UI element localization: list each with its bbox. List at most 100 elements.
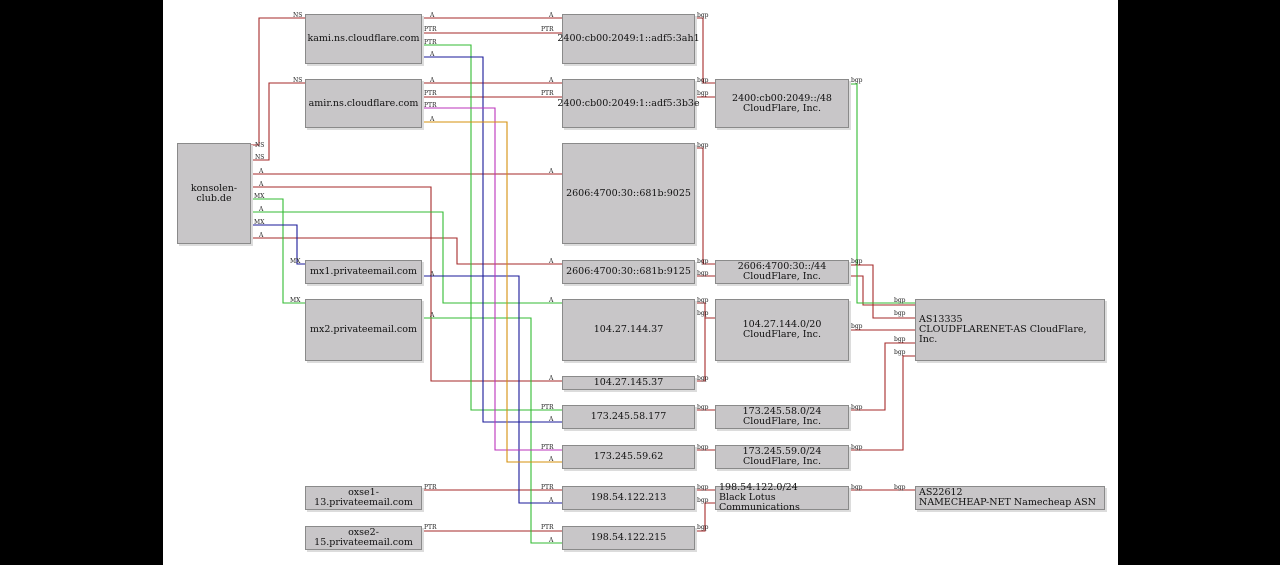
edge-label-bgp: bgp	[894, 484, 906, 491]
edge-label-a: A	[430, 12, 435, 19]
edge-label-bgp: bgp	[697, 258, 709, 265]
oxse2-node[interactable]: oxse2-15.privateemail.com	[305, 526, 422, 550]
edge-label-a: A	[549, 497, 554, 504]
edge-label-bgp: bgp	[697, 497, 709, 504]
ip4-4-label: 173.245.59.62	[593, 451, 664, 462]
edge-label-a: A	[430, 271, 435, 278]
edge-label-a: A	[549, 416, 554, 423]
edge-domain-ip4-2	[251, 186, 562, 382]
edge-label-a: A	[430, 116, 435, 123]
edge-label-a: A	[549, 297, 554, 304]
prefix-6-node[interactable]: 198.54.122.0/24 Black Lotus Communicatio…	[715, 482, 849, 513]
ip6-2-label: 2400:cb00:2049:1::adf5:3b3e	[557, 97, 700, 109]
prefix-6-label: 198.54.122.0/24 Black Lotus Communicatio…	[719, 482, 800, 513]
edge-label-bgp: bgp	[697, 142, 709, 149]
ip6-1-label: 2400:cb00:2049:1::adf5:3ah1	[557, 33, 700, 44]
ip6-3-node[interactable]: 2606:4700:30::681b:9025	[562, 143, 695, 244]
edge-domain-mx2	[251, 198, 305, 304]
edge-label-a: A	[549, 77, 554, 84]
ip4-6-label: 198.54.122.215	[590, 532, 667, 543]
edge-label-bgp: bgp	[697, 524, 709, 531]
ip6-4-node[interactable]: 2606:4700:30::681b:9125	[562, 260, 695, 284]
edge-label-ns: NS	[293, 77, 303, 84]
mx2-label: mx2.privateemail.com	[309, 324, 417, 335]
edge-label-a: A	[430, 51, 435, 58]
prefix-3-node[interactable]: 104.27.144.0/20 CloudFlare, Inc.	[715, 299, 849, 361]
edge-label-ptr: PTR	[541, 484, 554, 491]
edge-label-bgp: bgp	[851, 404, 863, 411]
edge-label-a: A	[259, 206, 264, 213]
ip4-6-node[interactable]: 198.54.122.215	[562, 526, 695, 550]
edge-bgp-pfx5-as1	[849, 355, 915, 451]
ns2-label: amir.ns.cloudflare.com	[308, 97, 419, 109]
prefix-4-node[interactable]: 173.245.58.0/24 CloudFlare, Inc.	[715, 405, 849, 429]
edge-label-bgp: bgp	[851, 484, 863, 491]
edge-label-bgp: bgp	[894, 310, 906, 317]
edges-layer	[251, 17, 915, 544]
prefix-4-label: 173.245.58.0/24 CloudFlare, Inc.	[742, 406, 822, 427]
prefix-5-node[interactable]: 173.245.59.0/24 CloudFlare, Inc.	[715, 445, 849, 469]
prefix-2-node[interactable]: 2606:4700:30::/44 CloudFlare, Inc.	[715, 260, 849, 284]
edge-label-bgp: bgp	[894, 336, 906, 343]
edge-label-bgp: bgp	[697, 444, 709, 451]
oxse2-label: oxse2-15.privateemail.com	[314, 527, 413, 548]
edge-domain-mx1	[251, 224, 305, 265]
as-1-node[interactable]: AS13335 CLOUDFLARENET-AS CloudFlare, Inc…	[915, 299, 1105, 361]
mx2-node[interactable]: mx2.privateemail.com	[305, 299, 422, 361]
edge-label-a: A	[259, 232, 264, 239]
ip6-3-label: 2606:4700:30::681b:9025	[566, 187, 691, 199]
edge-domain-ns1	[251, 17, 305, 146]
edge-label-bgp: bgp	[851, 258, 863, 265]
edge-domain-ip4-1	[251, 211, 562, 304]
edge-bgp-ip6-1	[695, 17, 715, 84]
edge-label-ptr: PTR	[424, 39, 437, 46]
edge-label-mx: MX	[254, 219, 265, 226]
edge-label-a: A	[259, 181, 264, 188]
edge-label-mx: MX	[290, 258, 301, 265]
edge-label-ptr: PTR	[541, 524, 554, 531]
ip4-4-node[interactable]: 173.245.59.62	[562, 445, 695, 469]
ns2-node[interactable]: amir.ns.cloudflare.com	[305, 79, 422, 128]
edge-label-ptr: PTR	[424, 102, 437, 109]
edge-mx1-ip4-5	[422, 275, 562, 504]
edge-label-ptr: PTR	[424, 524, 437, 531]
ip6-2-node[interactable]: 2400:cb00:2049:1::adf5:3b3e	[557, 79, 700, 128]
edge-ns1-ip4-3-a	[422, 56, 562, 423]
edge-label-bgp: bgp	[697, 404, 709, 411]
prefix-5-label: 173.245.59.0/24 CloudFlare, Inc.	[742, 446, 822, 467]
ip4-5-label: 198.54.122.213	[590, 492, 667, 503]
edge-label-ptr: PTR	[424, 484, 437, 491]
edge-label-bgp: bgp	[697, 90, 709, 97]
edge-label-bgp: bgp	[697, 484, 709, 491]
as-2-label: AS22612 NAMECHEAP-NET Namecheap ASN	[919, 487, 1096, 508]
ns1-node[interactable]: kami.ns.cloudflare.com	[305, 14, 422, 64]
edge-ns2-ip4-4	[422, 107, 562, 451]
edge-label-bgp: bgp	[697, 375, 709, 382]
edge-label-ptr: PTR	[424, 26, 437, 33]
edge-label-bgp: bgp	[697, 12, 709, 19]
ip4-3-label: 173.245.58.177	[590, 411, 667, 422]
edge-label-a: A	[549, 168, 554, 175]
edge-bgp-ip4-2	[695, 317, 715, 382]
edge-mx2-ip4-6	[422, 317, 562, 544]
edge-bgp-pfx1-as1	[849, 83, 915, 304]
edge-label-a: A	[549, 537, 554, 544]
ip4-5-node[interactable]: 198.54.122.213	[562, 486, 695, 510]
ip4-2-node[interactable]: 104.27.145.37	[562, 376, 695, 390]
mx1-node[interactable]: mx1.privateemail.com	[305, 260, 422, 284]
edge-bgp-pfx2-as1b	[849, 275, 915, 306]
as-2-node[interactable]: AS22612 NAMECHEAP-NET Namecheap ASN	[915, 486, 1105, 510]
edge-label-bgp: bgp	[697, 270, 709, 277]
prefix-1-node[interactable]: 2400:cb00:2049::/48 CloudFlare, Inc.	[715, 79, 849, 128]
ns1-label: kami.ns.cloudflare.com	[307, 33, 420, 44]
edge-label-ptr: PTR	[424, 90, 437, 97]
ip4-1-node[interactable]: 104.27.144.37	[562, 299, 695, 361]
oxse1-node[interactable]: oxse1-13.privateemail.com	[305, 486, 422, 510]
edge-label-bgp: bgp	[851, 444, 863, 451]
ip6-1-node[interactable]: 2400:cb00:2049:1::adf5:3ah1	[557, 14, 700, 64]
ip4-3-node[interactable]: 173.245.58.177	[562, 405, 695, 429]
edge-bgp-ip6-3	[695, 147, 715, 265]
domain-label: konsolen-club.de	[190, 182, 238, 204]
edge-bgp-pfx4-as1	[849, 342, 915, 411]
domain-node[interactable]: konsolen-club.de	[177, 143, 251, 244]
